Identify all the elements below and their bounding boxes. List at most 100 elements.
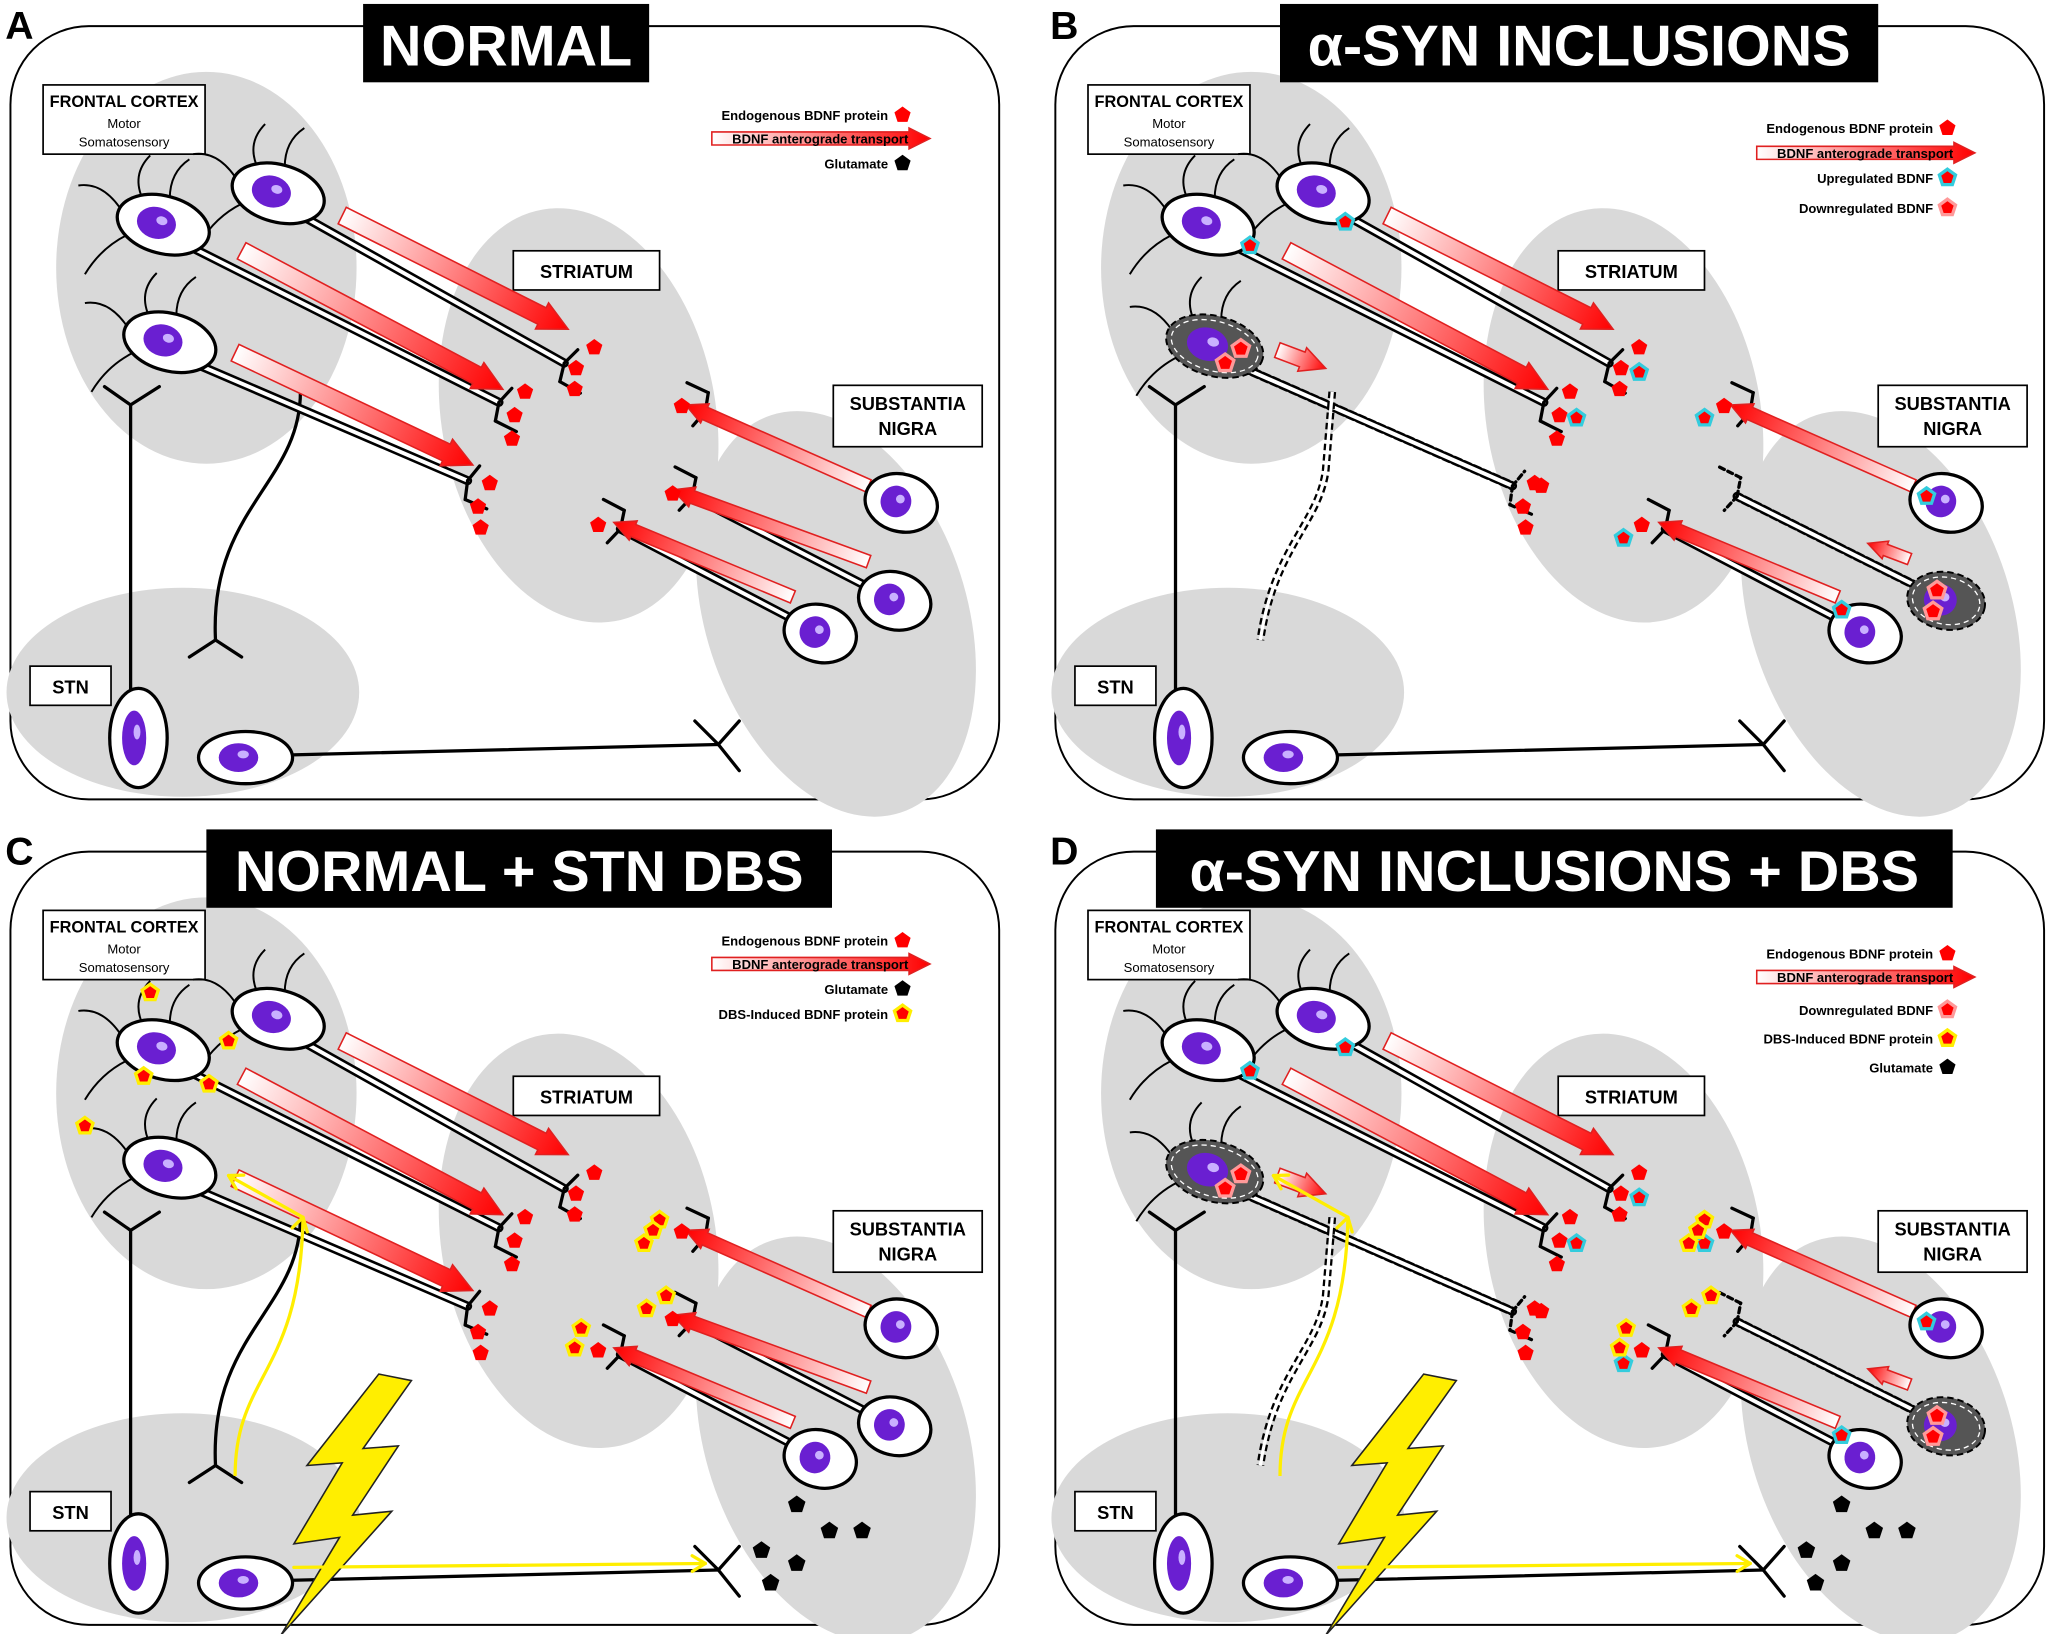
glutamate	[1832, 1495, 1851, 1513]
axon-inner	[1210, 1058, 1546, 1230]
terminal-branch	[562, 348, 580, 365]
upregulated-bdnf	[1694, 407, 1715, 427]
upregulated-bdnf	[1566, 1232, 1587, 1253]
striatum-label: STRIATUM	[540, 261, 633, 282]
bdnf-pentagon	[586, 338, 603, 355]
glutamate	[1865, 1521, 1884, 1539]
bdnf-pentagon	[1514, 1323, 1532, 1340]
terminal-branch	[685, 381, 710, 395]
nucleus	[1186, 327, 1229, 362]
nucleus	[251, 175, 291, 208]
legend-label: Endogenous BDNF protein	[721, 108, 888, 123]
terminal-branch	[493, 1244, 519, 1259]
nucleolus	[1282, 1575, 1294, 1584]
terminal-branch	[1510, 1295, 1527, 1313]
striatum-region	[438, 1033, 719, 1449]
red-pentagon-icon	[1939, 945, 1956, 961]
panel-letter: D	[1050, 831, 1078, 874]
red-pentagon-icon	[894, 106, 911, 122]
terminal-branch	[1730, 1206, 1755, 1220]
nucleus	[136, 206, 176, 239]
dbs-induced-bdnf	[198, 1073, 220, 1093]
dendrite	[175, 276, 197, 317]
neuron	[122, 310, 218, 375]
panel-title-box	[363, 3, 650, 83]
legend-label: BDNF anterograde transport	[732, 957, 909, 972]
black-pentagon-icon	[894, 154, 911, 171]
bdnf-pentagon	[586, 1164, 603, 1180]
axon	[1207, 1056, 1563, 1259]
terminal-branch	[1735, 476, 1743, 498]
terminal-branch	[493, 400, 501, 423]
terminal-branch	[716, 742, 741, 773]
dbs-lightning-icon	[1325, 1373, 1458, 1634]
bdnf-pentagon	[673, 1223, 690, 1239]
nucleus	[1166, 1536, 1192, 1591]
terminal-branch	[1735, 1301, 1743, 1324]
bdnf-transport-arrow	[671, 1311, 872, 1395]
bdnf-transport-arrow	[1281, 241, 1550, 391]
nucleus	[1844, 616, 1876, 648]
bdnf-pentagon	[472, 1344, 489, 1361]
upregulated-bdnf	[1335, 211, 1356, 231]
nucleolus	[133, 724, 141, 740]
terminal-branch	[1738, 719, 1765, 747]
dbs-induced-bdnf	[1681, 1298, 1702, 1318]
legend-label: Upregulated BDNF	[1817, 171, 1933, 186]
legend-item: Glutamate	[824, 154, 911, 172]
cortical-neurons	[1123, 948, 1627, 1467]
bdnf-pentagon	[1922, 600, 1944, 621]
terminal-branch	[716, 719, 741, 747]
bdnf-pentagon	[1514, 498, 1532, 514]
stn-sn-axon	[285, 742, 720, 757]
dbs-signal-arrow	[1278, 1215, 1354, 1476]
frontal-cortex-label-box	[1087, 84, 1251, 155]
terminal-branch	[213, 638, 244, 659]
nucleolus	[1940, 494, 1950, 504]
dendrite	[1135, 1181, 1179, 1222]
panel-title: NORMAL + STN DBS	[235, 840, 804, 904]
terminal-branch	[1730, 381, 1755, 395]
bdnf-pentagon	[1230, 1163, 1252, 1184]
cell-outline	[1911, 1401, 1981, 1451]
terminal-branch	[1717, 1290, 1743, 1305]
terminal-branch	[1542, 1212, 1559, 1230]
terminal-branch	[187, 1463, 218, 1485]
arrowhead	[1335, 1215, 1350, 1230]
cell-outline	[1170, 318, 1259, 374]
terminal-branch	[1508, 1309, 1515, 1332]
nucleolus	[271, 184, 283, 194]
legend-item: Endogenous BDNF protein	[1766, 945, 1956, 962]
axon-inner	[165, 233, 501, 405]
terminal-branch	[1738, 1544, 1765, 1572]
yellow-outlined-pentagon-icon	[892, 1003, 913, 1023]
terminal-branch	[1761, 742, 1786, 773]
dendrite	[84, 234, 128, 275]
bdnf-pentagon	[590, 516, 607, 533]
legend-item: Glutamate	[1869, 1058, 1956, 1075]
glutamate	[787, 1495, 806, 1513]
dbs-induced-bdnf	[643, 1219, 664, 1239]
nucleus	[874, 1409, 905, 1441]
cell-outline	[1911, 576, 1981, 626]
substantia-nigra-label: NIGRA	[878, 418, 937, 439]
arrowhead	[690, 1554, 707, 1566]
striatum-region	[1483, 208, 1764, 623]
terminal-branch	[1761, 1544, 1786, 1572]
bdnf-pentagon	[567, 359, 585, 376]
dendrite	[1328, 952, 1350, 993]
terminal-branch	[685, 1206, 710, 1220]
legend-item: Endogenous BDNF protein	[721, 106, 911, 123]
neuron	[1827, 602, 1903, 665]
striatum-region	[1483, 1033, 1764, 1449]
stn-label: STN	[1097, 1502, 1134, 1523]
pink-outlined-pentagon-icon	[1937, 197, 1958, 217]
neuron	[115, 1018, 211, 1083]
terminal-branch	[601, 497, 626, 513]
bdnf-pentagon	[1517, 1344, 1534, 1361]
axon-terminal	[1717, 465, 1743, 512]
dendrite	[90, 351, 134, 393]
terminal-branch	[673, 1290, 698, 1305]
